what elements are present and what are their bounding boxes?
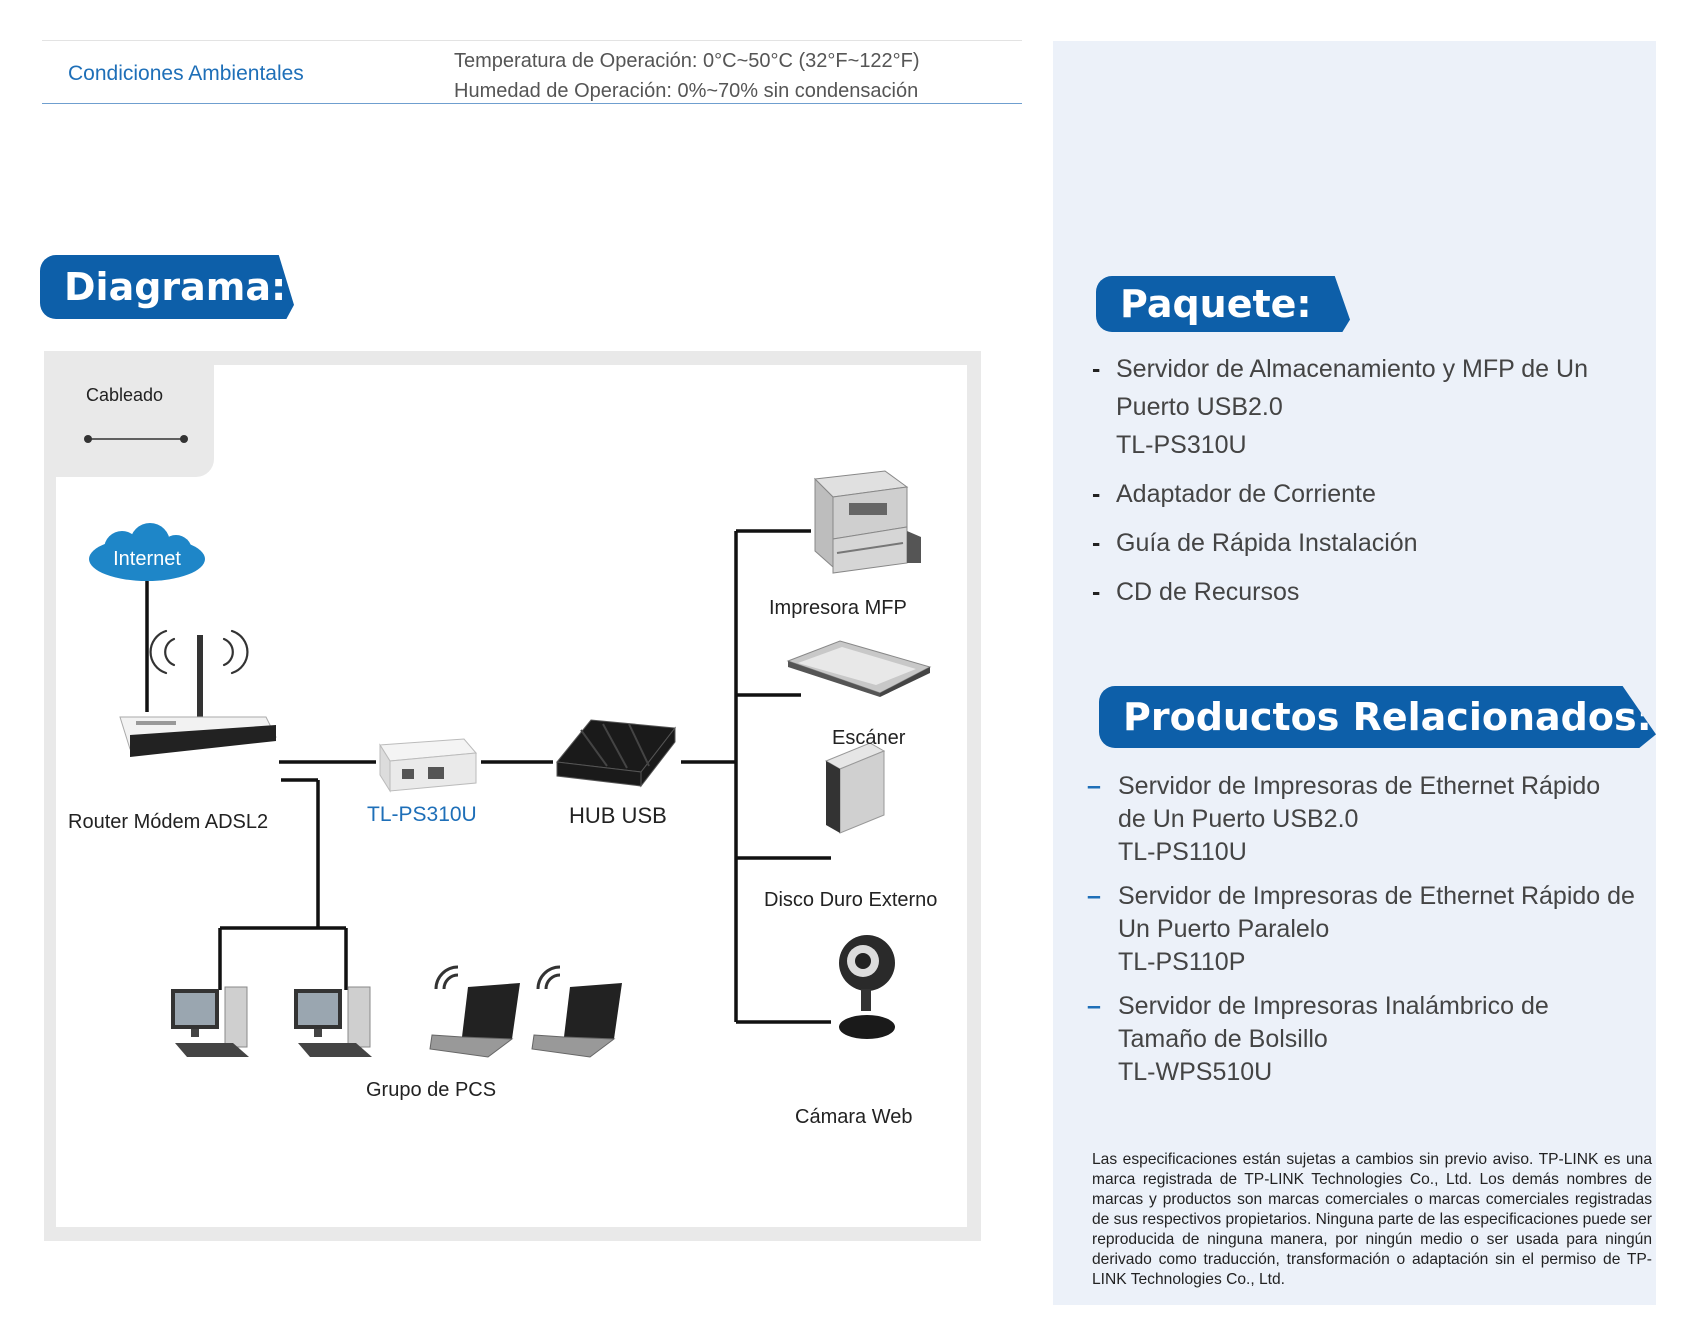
related-products-section-header: Productos Relacionados:: [1099, 686, 1656, 748]
diagram-legend: Cableado: [56, 365, 214, 477]
hub-label: HUB USB: [569, 803, 667, 828]
laptop-wireless-icon-2: [531, 965, 622, 1058]
legal-disclaimer: Las especificaciones están sujetas a cam…: [1092, 1151, 1652, 1288]
pcs-label: Grupo de PCS: [366, 1079, 497, 1101]
scanner-icon: [786, 640, 932, 697]
scanner-label: Escáner: [832, 727, 906, 749]
diagram-canvas: Cableado: [56, 365, 967, 1227]
webcam-icon: [839, 935, 895, 1039]
internet-label: Internet: [113, 548, 181, 570]
connection-lines: [145, 529, 831, 1024]
spec-temperature: Temperatura de Operación: 0°C~50°C (32°F…: [454, 50, 920, 72]
mfp-label: Impresora MFP: [769, 597, 907, 619]
print-server-device-icon: [379, 738, 478, 793]
package-contents-list: - Servidor de Almacenamiento y MFP de Un…: [1092, 350, 1652, 622]
external-disk-icon: [824, 742, 886, 834]
desktop-pc-icon-1: [171, 986, 249, 1057]
list-item: – Servidor de Impresoras de Ethernet Ráp…: [1087, 772, 1601, 866]
router-icon: [119, 629, 277, 757]
desktop-pc-icon-2: [294, 986, 372, 1057]
webcam-label: Cámara Web: [795, 1106, 913, 1128]
network-diagram: Cableado: [44, 351, 981, 1241]
environment-spec-row: Condiciones Ambientales Temperatura de O…: [42, 40, 1022, 104]
legend-label: Cableado: [86, 385, 164, 405]
mfp-printer-icon: [813, 470, 921, 574]
list-item: - Adaptador de Corriente: [1092, 480, 1376, 508]
spec-humidity: Humedad de Operación: 0%~70% sin condens…: [454, 80, 919, 102]
package-section-header: Paquete:: [1096, 276, 1350, 332]
device-label: TL-PS310U: [367, 803, 477, 826]
list-item: - CD de Recursos: [1092, 578, 1300, 606]
cable-legend-icon: [84, 435, 188, 443]
list-item: - Guía de Rápida Instalación: [1092, 529, 1418, 557]
laptop-wireless-icon-1: [429, 965, 520, 1058]
list-item: – Servidor de Impresoras de Ethernet Ráp…: [1087, 882, 1635, 976]
router-label: Router Módem ADSL2: [68, 811, 269, 833]
right-info-panel: [1053, 41, 1656, 1305]
diagram-title: Diagrama:: [64, 265, 287, 309]
internet-cloud-icon: Internet: [89, 523, 205, 581]
related-products-list: – Servidor de Impresoras de Ethernet Ráp…: [1087, 770, 1657, 1100]
usb-hub-icon: [556, 719, 676, 788]
package-title: Paquete:: [1120, 282, 1312, 326]
spec-values: Temperatura de Operación: 0°C~50°C (32°F…: [454, 46, 920, 106]
list-item: - Servidor de Almacenamiento y MFP de Un…: [1092, 355, 1588, 459]
list-item: – Servidor de Impresoras Inalámbrico de …: [1087, 992, 1549, 1086]
spec-label: Condiciones Ambientales: [68, 62, 304, 85]
disk-label: Disco Duro Externo: [764, 889, 938, 911]
related-products-title: Productos Relacionados:: [1123, 695, 1652, 739]
diagram-section-header: Diagrama:: [40, 255, 294, 319]
